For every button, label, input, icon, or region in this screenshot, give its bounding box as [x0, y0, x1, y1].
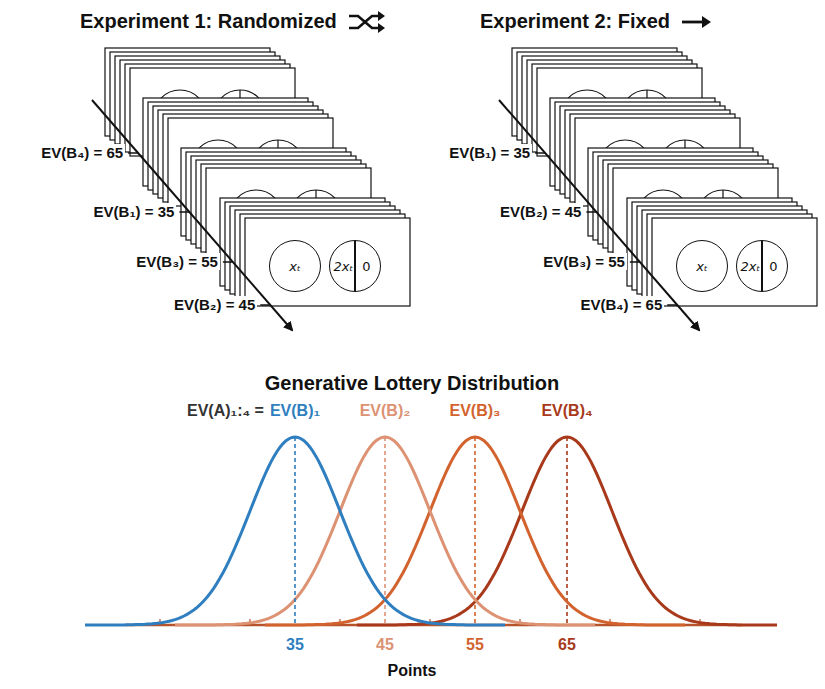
risky-option-circle: 2xₜ 0: [736, 240, 788, 292]
distribution-label: EV(B)₂: [360, 402, 411, 420]
gaussian-curve: [357, 437, 777, 625]
tick-mark: [260, 304, 270, 306]
panel-title: Experiment 2: Fixed: [480, 10, 670, 33]
axis-title: Points: [388, 662, 437, 680]
payoff-text: 0: [769, 259, 777, 274]
panel-title: Experiment 1: Randomized: [80, 10, 337, 33]
circle-divider: [354, 241, 356, 291]
gaussian-curve: [265, 437, 685, 625]
ev-label: EV(B₁) = 35: [92, 203, 177, 220]
ev-label: EV(B₂) = 45: [498, 203, 583, 220]
ev-label: EV(B₃) = 55: [541, 253, 627, 270]
ev-label: EV(B₁) = 35: [447, 144, 532, 161]
payoff-text: xₜ: [696, 259, 708, 274]
trial-card: [652, 218, 817, 306]
axis-value: 65: [556, 636, 578, 654]
tick-mark: [586, 211, 596, 213]
tick-mark: [179, 211, 189, 213]
payoff-text: 2xₜ: [741, 259, 761, 274]
ev-label: EV(B₄) = 65: [578, 296, 664, 313]
ev-label: EV(B₄) = 65: [39, 144, 125, 161]
tick-mark: [667, 304, 677, 306]
section-title: Generative Lottery Distribution: [265, 372, 560, 395]
ev-label: EV(B₃) = 55: [134, 253, 220, 270]
right-arrow-icon: [680, 10, 712, 34]
axis-value: 35: [284, 636, 306, 654]
circle-divider: [761, 241, 763, 291]
tick-mark: [128, 152, 138, 154]
payoff-text: xₜ: [289, 259, 301, 274]
mean-line: [566, 437, 568, 625]
gaussian-curve: [175, 437, 595, 625]
payoff-text: 2xₜ: [334, 259, 354, 274]
distribution-label: EV(B)₄: [541, 402, 592, 420]
safe-option-circle: xₜ: [269, 240, 321, 292]
ev-label: EV(A)₁:₄ =: [187, 402, 264, 420]
order-arrow: [499, 100, 699, 330]
trial-card: [245, 218, 410, 306]
distribution-label: EV(B)₁: [270, 402, 320, 420]
tick-mark: [223, 261, 233, 263]
distribution-label: EV(B)₃: [450, 402, 501, 420]
mean-line: [294, 437, 296, 625]
tick-mark: [630, 261, 640, 263]
payoff-text: 0: [362, 259, 370, 274]
order-arrow: [92, 100, 292, 330]
safe-option-circle: xₜ: [676, 240, 728, 292]
ev-label: EV(B₂) = 45: [172, 296, 257, 313]
axis-value: 55: [464, 636, 486, 654]
shuffle-icon: [347, 10, 387, 34]
axis-value: 45: [374, 636, 396, 654]
tick-mark: [535, 152, 545, 154]
risky-option-circle: 2xₜ 0: [329, 240, 381, 292]
gaussian-curve: [85, 437, 505, 625]
